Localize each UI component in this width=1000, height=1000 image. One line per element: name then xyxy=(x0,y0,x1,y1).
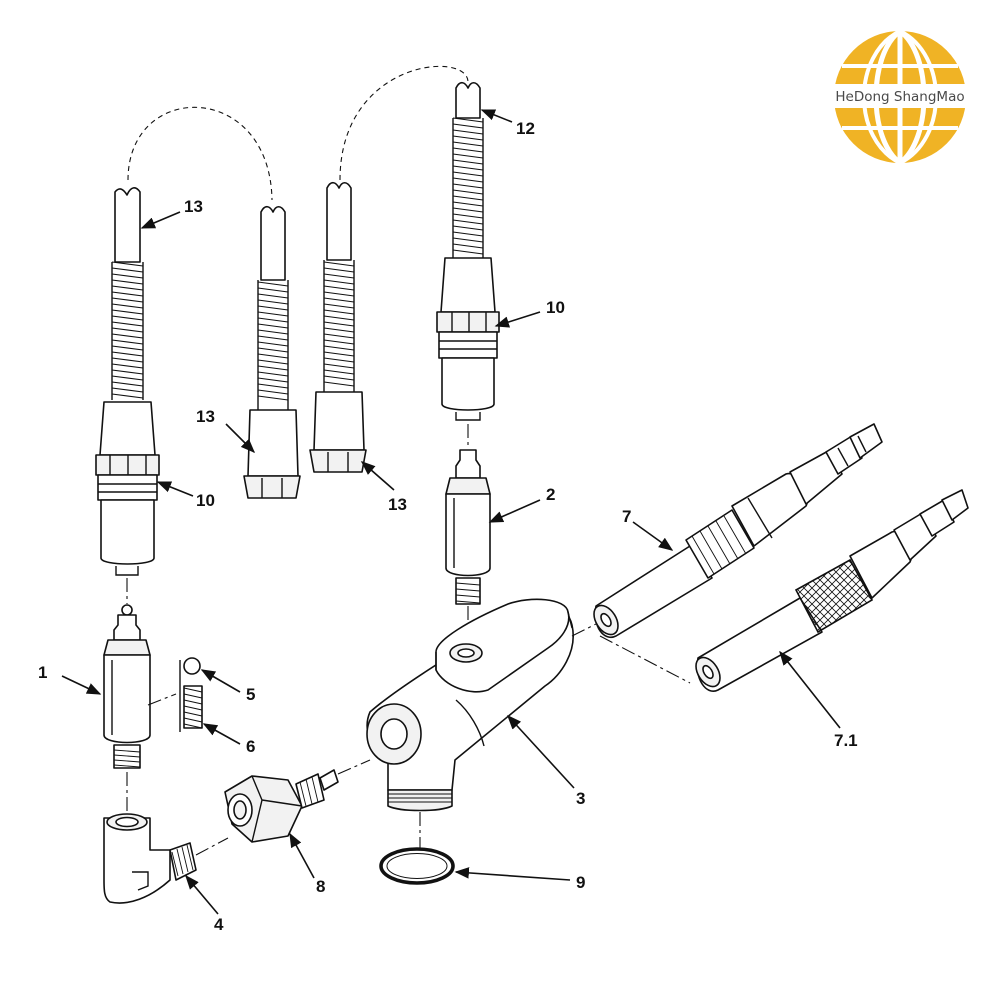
callout-10-right: 10 xyxy=(546,298,565,317)
test-connector-7 xyxy=(593,423,883,639)
callout-labels: 13 12 10 10 13 13 2 7 1 5 6 3 7.1 8 4 9 xyxy=(38,119,858,934)
callout-5: 5 xyxy=(246,685,255,704)
callout-12: 12 xyxy=(516,119,535,138)
callout-4: 4 xyxy=(214,915,224,934)
o-ring-9 xyxy=(379,847,455,885)
callout-13-left: 13 xyxy=(196,407,215,426)
callout-10-left: 10 xyxy=(196,491,215,510)
nipple-2 xyxy=(445,449,491,605)
callout-6: 6 xyxy=(246,737,255,756)
hose-12 xyxy=(452,81,484,258)
callout-3: 3 xyxy=(576,789,585,808)
hose-12-continuation xyxy=(339,65,469,181)
callout-7: 7 xyxy=(622,507,631,526)
spring-6 xyxy=(183,685,203,729)
hose-13-right xyxy=(309,181,367,473)
callout-13-right: 13 xyxy=(388,495,407,514)
hose-11-continuation xyxy=(127,106,273,201)
ball-5 xyxy=(183,657,201,675)
callout-1: 1 xyxy=(38,663,47,682)
hose-13-left xyxy=(243,205,301,499)
leader-lines xyxy=(61,109,841,915)
quick-coupling-10-right xyxy=(436,257,500,421)
axis-line xyxy=(147,693,177,706)
manifold-body-3 xyxy=(366,598,574,812)
globe-icon xyxy=(820,29,980,165)
callout-8: 8 xyxy=(316,877,325,896)
brand-logo: HeDong ShangMao xyxy=(820,29,980,165)
axis-line xyxy=(599,635,691,684)
logo-text: HeDong ShangMao xyxy=(835,89,964,105)
adapter-nut-8 xyxy=(224,769,339,843)
callout-11: 13 xyxy=(184,197,203,216)
callout-2: 2 xyxy=(546,485,555,504)
callout-9: 9 xyxy=(576,873,585,892)
check-valve-1 xyxy=(103,604,151,769)
hose-11 xyxy=(111,187,144,400)
axis-line xyxy=(337,759,371,775)
elbow-fitting-4 xyxy=(103,813,197,904)
axis-line xyxy=(195,837,229,856)
callout-7-1: 7.1 xyxy=(834,731,858,750)
test-connector-7-1 xyxy=(695,489,969,692)
quick-coupling-10-left xyxy=(95,401,160,576)
